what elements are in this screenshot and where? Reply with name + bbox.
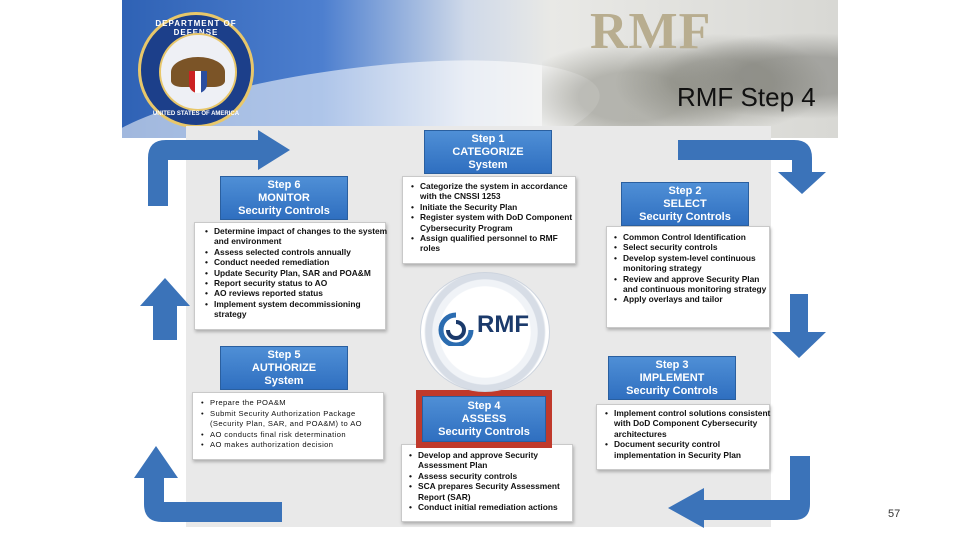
- list-item: AO reviews reported status: [205, 288, 392, 299]
- list-item: Categorize the system in accordance with…: [411, 181, 580, 202]
- step6-list: Determine impact of changes to the syste…: [202, 226, 392, 320]
- list-item: Conduct initial remediation actions: [409, 502, 578, 513]
- list-item: Initiate the Security Plan: [411, 202, 580, 213]
- list-item: AO makes authorization decision: [201, 440, 390, 451]
- step4-header: Step 4 ASSESS Security Controls: [422, 396, 546, 442]
- list-item: Develop and approve Security Assessment …: [409, 450, 578, 471]
- page-number: 57: [888, 508, 901, 520]
- list-item: Review and approve Security Plan and con…: [614, 274, 775, 295]
- step3-name: IMPLEMENT: [639, 371, 705, 384]
- list-item: Update Security Plan, SAR and POA&M: [205, 268, 392, 279]
- step6-number: Step 6: [267, 178, 301, 191]
- list-item: Conduct needed remediation: [205, 257, 392, 268]
- list-item: Implement control solutions consistent w…: [605, 408, 774, 439]
- list-item: Common Control Identification: [614, 232, 775, 243]
- step1-number: Step 1: [471, 132, 505, 145]
- list-item: AO conducts final risk determination: [201, 430, 390, 441]
- list-item: Apply overlays and tailor: [614, 294, 775, 305]
- step2-header: Step 2 SELECT Security Controls: [621, 182, 749, 226]
- arrow-top-right-icon: [678, 140, 826, 194]
- seal-inner: [159, 33, 237, 111]
- dod-seal-logo: DEPARTMENT OF DEFENSE UNITED STATES OF A…: [138, 12, 254, 128]
- step5-header: Step 5 AUTHORIZE System: [220, 346, 348, 390]
- step3-list: Implement control solutions consistent w…: [602, 408, 774, 460]
- step4-name: ASSESS: [461, 412, 507, 425]
- step1-name: CATEGORIZE: [452, 145, 524, 158]
- list-item: Develop system-level continuous monitori…: [614, 253, 775, 274]
- list-item: Report security status to AO: [205, 278, 392, 289]
- rmf-swirl-icon: [438, 312, 474, 346]
- step4-subtitle: Security Controls: [438, 425, 530, 438]
- arrow-left-up-icon: [140, 278, 190, 340]
- list-item: Assess selected controls annually: [205, 247, 392, 258]
- step6-header: Step 6 MONITOR Security Controls: [220, 176, 348, 220]
- list-item: Assign qualified personnel to RMF roles: [411, 233, 580, 254]
- step2-number: Step 2: [668, 184, 702, 197]
- step4-list: Develop and approve Security Assessment …: [406, 450, 578, 513]
- step5-number: Step 5: [267, 348, 301, 361]
- step4-number: Step 4: [467, 399, 501, 412]
- step1-list: Categorize the system in accordance with…: [408, 181, 580, 254]
- list-item: Implement system decommissioning strateg…: [205, 299, 392, 320]
- step3-subtitle: Security Controls: [626, 384, 718, 397]
- list-item: Document security control implementation…: [605, 439, 774, 460]
- arrow-bottom-left-icon: [134, 446, 282, 522]
- list-item: Assess security controls: [409, 471, 578, 482]
- list-item: Prepare the POA&M: [201, 398, 390, 409]
- list-item: Determine impact of changes to the syste…: [205, 226, 392, 247]
- banner-rmf-title: RMF: [590, 3, 712, 60]
- step3-number: Step 3: [655, 358, 689, 371]
- list-item: Register system with DoD Component Cyber…: [411, 212, 580, 233]
- step1-subtitle: System: [468, 158, 508, 171]
- slide-title: RMF Step 4: [677, 82, 816, 112]
- arrow-top-left-icon: [148, 130, 290, 206]
- list-item: Submit Security Authorization Package (S…: [201, 409, 390, 430]
- soldiers-image: [542, 0, 838, 138]
- list-item: SCA prepares Security Assessment Report …: [409, 481, 578, 502]
- arrow-bottom-right-icon: [668, 456, 810, 528]
- rmf-logo-text: RMF: [477, 311, 529, 338]
- step2-list: Common Control Identification Select sec…: [611, 232, 775, 305]
- step6-name: MONITOR: [258, 191, 310, 204]
- step5-list: Prepare the POA&M Submit Security Author…: [198, 398, 390, 451]
- list-item: Select security controls: [614, 242, 775, 253]
- step2-name: SELECT: [663, 197, 707, 210]
- seal-bottom-text: UNITED STATES OF AMERICA: [152, 111, 240, 117]
- step5-subtitle: System: [264, 374, 304, 387]
- step5-name: AUTHORIZE: [251, 361, 317, 374]
- arrow-right-down-icon: [772, 294, 826, 358]
- step1-header: Step 1 CATEGORIZE System: [424, 130, 552, 174]
- step3-header: Step 3 IMPLEMENT Security Controls: [608, 356, 736, 400]
- shield-icon: [189, 71, 207, 93]
- step6-subtitle: Security Controls: [238, 204, 330, 217]
- seal-top-text: DEPARTMENT OF DEFENSE: [155, 19, 237, 37]
- step2-subtitle: Security Controls: [639, 210, 731, 223]
